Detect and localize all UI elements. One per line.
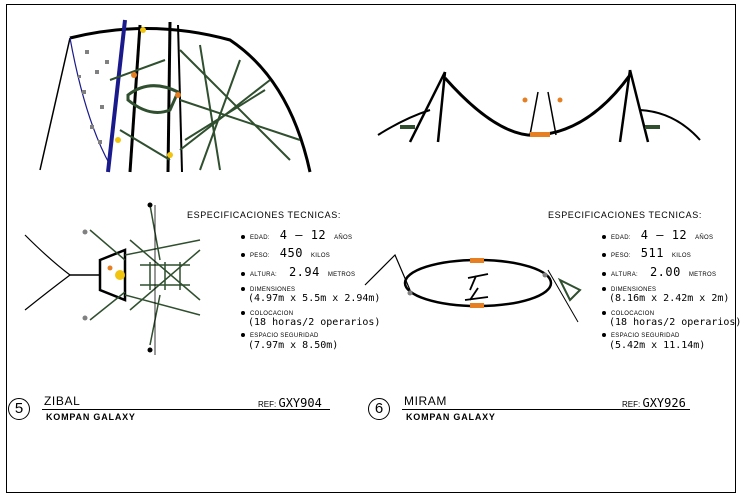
colocacion-row: COLOCACION [602,310,654,317]
bullet-icon [241,235,245,240]
miram-plan-drawing [364,253,582,323]
product-ref: REF: GXY904 [258,396,322,410]
title-underline [402,409,690,410]
espacio-value: (7.97m x 8.50m) [248,340,339,351]
espacio-value: (5.42m x 11.14m) [609,340,706,351]
bullet-icon [602,253,606,258]
bullet-icon [241,272,245,277]
bullet-icon [602,235,606,240]
zibal-plan-drawing [24,202,201,355]
altura-row: ALTURA: 2.00 METROS [602,265,716,279]
colocacion-value: (18 horas/2 operarios) [248,317,381,328]
product-ref: REF: GXY926 [622,396,686,410]
bullet-icon [241,287,245,292]
dimensiones-value: (4.97m x 5.5m x 2.94m) [248,293,381,304]
spec-header: ESPECIFICACIONES TECNICAS: [187,210,341,220]
dimensiones-row: DIMENSIONES [241,286,295,293]
bullet-icon [602,311,606,316]
dimensiones-row: DIMENSIONES [602,286,656,293]
edad-row: EDAD: 4 – 12 AÑOS [241,228,352,242]
espacio-row: ESPACIO SEGURIDAD [241,332,319,339]
colocacion-row: COLOCACION [241,310,293,317]
zibal-elevation-drawing [39,19,312,173]
colocacion-value: (18 horas/2 operarios) [609,317,742,328]
brand-label: KOMPAN GALAXY [406,412,496,422]
title-underline [42,409,330,410]
edad-row: EDAD: 4 – 12 AÑOS [602,228,713,242]
item-number-badge: 5 [8,398,30,420]
spec-header: ESPECIFICACIONES TECNICAS: [548,210,702,220]
bullet-icon [602,287,606,292]
peso-row: PESO: 450 KILOS [241,246,330,260]
peso-row: PESO: 511 KILOS [602,246,691,260]
bullet-icon [602,272,606,277]
bullet-icon [241,253,245,258]
product-name: MIRAM [404,394,447,408]
brand-label: KOMPAN GALAXY [46,412,136,422]
bullet-icon [241,311,245,316]
bullet-icon [241,333,245,338]
item-number-badge: 6 [368,398,390,420]
product-name: ZIBAL [44,394,81,408]
drawing-frame [6,4,736,493]
espacio-row: ESPACIO SEGURIDAD [602,332,680,339]
altura-row: ALTURA: 2.94 METROS [241,265,355,279]
dimensiones-value: (8.16m x 2.42m x 2m) [609,293,730,304]
miram-elevation-drawing [377,69,701,143]
bullet-icon [602,333,606,338]
